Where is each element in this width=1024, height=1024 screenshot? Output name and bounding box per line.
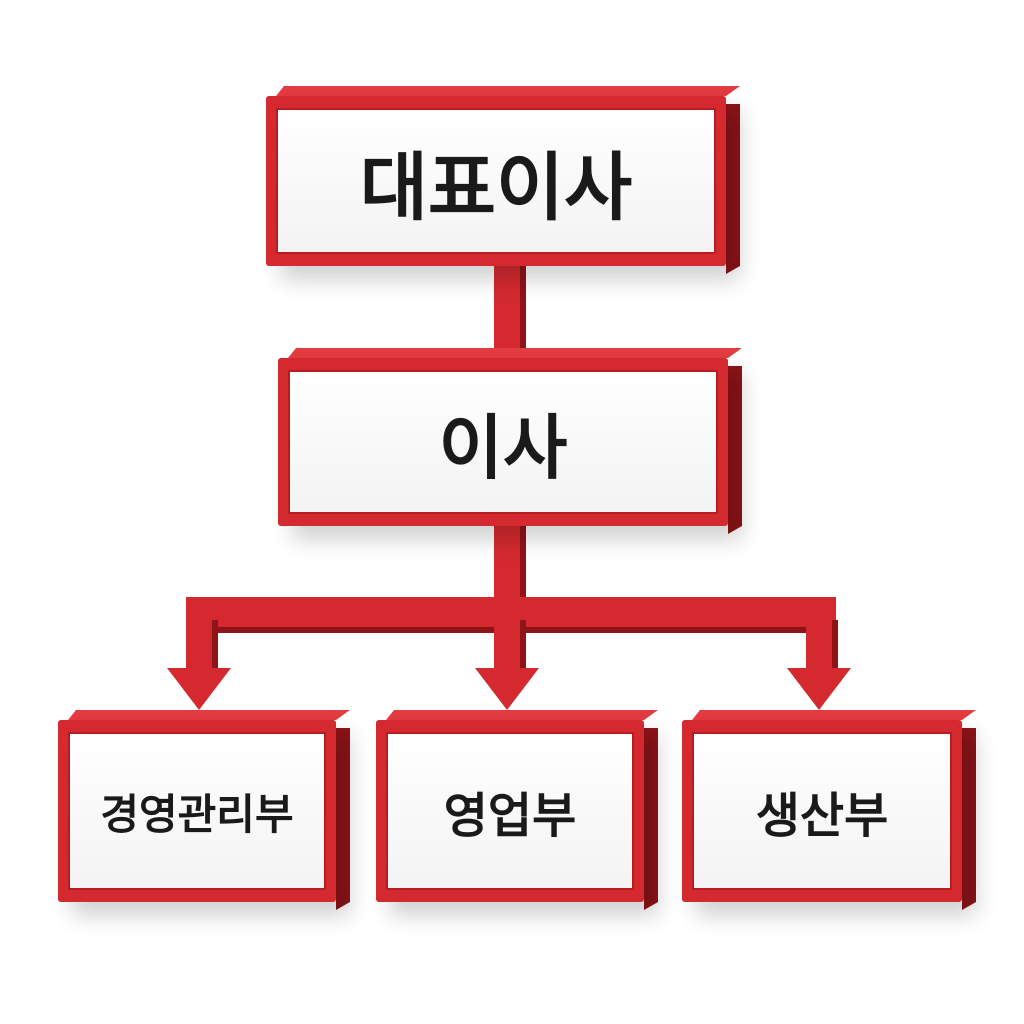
node-dept-sales: 영업부 xyxy=(376,720,644,902)
connector-center-drop xyxy=(494,620,520,670)
node-director: 이사 xyxy=(278,358,728,526)
arrow-down-icon xyxy=(787,668,851,710)
node-dept-management: 경영관리부 xyxy=(58,720,336,902)
node-dept-label: 생산부 xyxy=(755,788,889,844)
node-ceo-label: 대표이사 xyxy=(359,144,633,231)
connector-ceo-director xyxy=(494,262,520,354)
node-director-label: 이사 xyxy=(438,406,568,489)
connector-left-drop xyxy=(186,620,212,670)
node-dept-label: 영업부 xyxy=(443,788,577,844)
connector-director-trunk xyxy=(494,524,520,604)
arrow-down-icon xyxy=(475,668,539,710)
arrow-down-icon xyxy=(167,668,231,710)
node-ceo: 대표이사 xyxy=(266,96,726,266)
node-dept-label: 경영관리부 xyxy=(100,789,294,839)
connector-right-drop xyxy=(806,620,832,670)
node-dept-production: 생산부 xyxy=(682,720,962,902)
